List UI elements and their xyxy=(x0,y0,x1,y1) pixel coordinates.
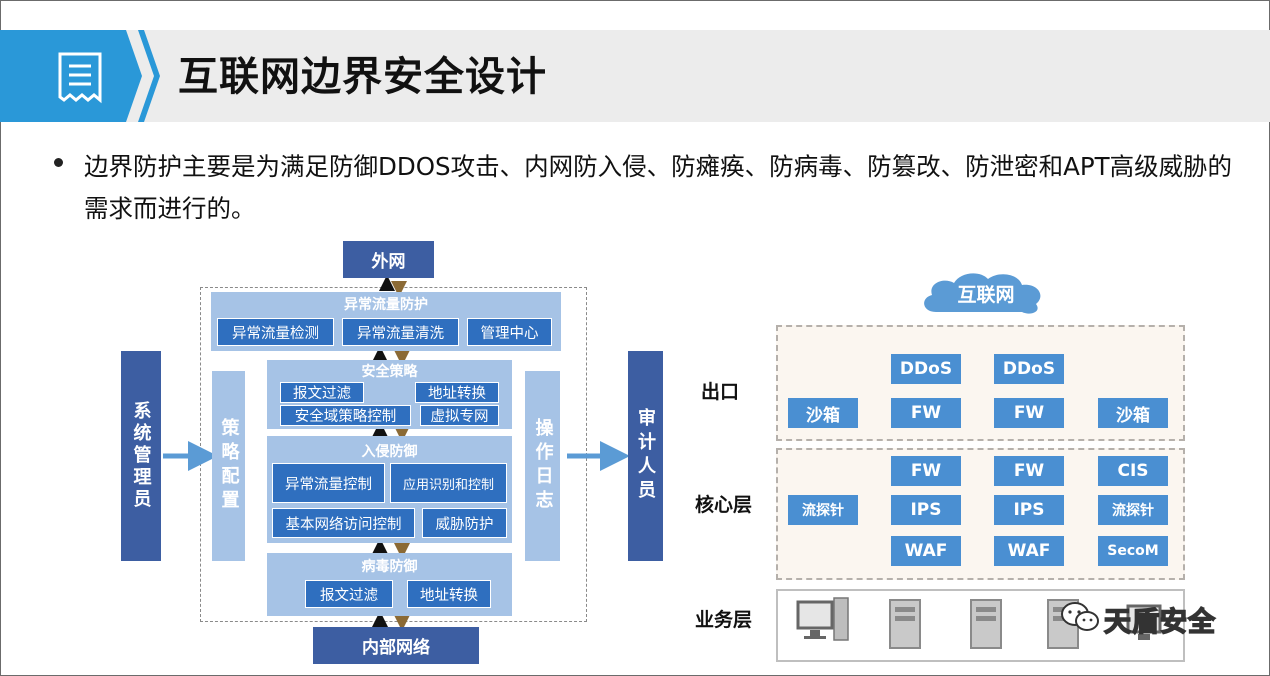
security-domain-policy-box: 安全域策略控制 xyxy=(280,405,411,426)
abnormal-clean-box: 异常流量清洗 xyxy=(342,318,459,346)
core-waf-box-2: WAF xyxy=(994,536,1064,566)
internet-cloud-label: 互联网 xyxy=(957,284,1015,306)
policy-config-panel: 策略配置 xyxy=(212,371,245,561)
intrusion-prevention-title: 入侵防御 xyxy=(361,444,418,460)
exit-fw-box-1: FW xyxy=(891,398,961,428)
abnormal-detect-box: 异常流量检测 xyxy=(217,318,334,346)
operation-log-label: 操作日志 xyxy=(532,418,554,514)
threat-protection-box: 威胁防护 xyxy=(422,508,507,538)
server-icon-1 xyxy=(889,599,921,649)
watermark-text: 天盾安全 xyxy=(1103,606,1216,639)
core-ips-box-1: IPS xyxy=(891,495,961,525)
system-admin-label: 系统管理员 xyxy=(130,401,152,511)
system-admin-box: 系统管理员 xyxy=(121,351,161,561)
abnormal-control-box: 异常流量控制 xyxy=(272,463,385,503)
business-layer-label: 业务层 xyxy=(695,609,753,631)
virus-defense-title: 病毒防御 xyxy=(361,559,418,575)
management-center-box: 管理中心 xyxy=(467,318,552,346)
core-fw-box-1: FW xyxy=(891,456,961,486)
core-waf-box-1: WAF xyxy=(891,536,961,566)
core-flow-probe-box-2: 流探针 xyxy=(1098,495,1168,525)
policy-config-label: 策略配置 xyxy=(218,418,240,514)
server-icon-2 xyxy=(970,599,1002,649)
core-ips-box-2: IPS xyxy=(994,495,1064,525)
wechat-icon xyxy=(1061,602,1099,631)
security-policy-title: 安全策略 xyxy=(361,364,418,380)
workstation-icon xyxy=(796,597,849,641)
auditor-box: 审计人员 xyxy=(628,351,663,561)
core-fw-box-2: FW xyxy=(994,456,1064,486)
virus-address-translation-box: 地址转换 xyxy=(407,580,491,608)
operation-log-panel: 操作日志 xyxy=(525,371,560,561)
abnormal-traffic-title: 异常流量防护 xyxy=(344,297,428,313)
bullet-text: 边界防护主要是为满足防御DDOS攻击、内网防入侵、防瘫痪、防病毒、防篡改、防泄密… xyxy=(84,152,1233,223)
bullet-dot xyxy=(54,158,63,167)
auditor-label: 审计人员 xyxy=(635,408,656,504)
exit-ddos-box-2: DDoS xyxy=(994,354,1064,384)
virus-packet-filter-box: 报文过滤 xyxy=(305,580,393,608)
external-network-box: 外网 xyxy=(343,241,434,278)
page-title: 互联网边界安全设计 xyxy=(178,54,547,100)
exit-fw-box-2: FW xyxy=(994,398,1064,428)
core-layer-label: 核心层 xyxy=(695,494,753,516)
core-secom-box: SecoM xyxy=(1098,536,1168,566)
internet-cloud-icon xyxy=(924,273,1041,314)
document-icon xyxy=(58,52,102,104)
exit-sandbox-box-2: 沙箱 xyxy=(1098,398,1168,428)
workstation-icon-2 xyxy=(1126,604,1162,640)
exit-layer-label: 出口 xyxy=(701,381,740,403)
core-flow-probe-box-1: 流探针 xyxy=(788,495,858,525)
basic-access-control-box: 基本网络访问控制 xyxy=(272,508,415,538)
internal-network-box: 内部网络 xyxy=(313,627,479,664)
vpn-box: 虚拟专网 xyxy=(420,405,499,426)
exit-ddos-box-1: DDoS xyxy=(891,354,961,384)
header-band xyxy=(0,30,1270,122)
packet-filter-box: 报文过滤 xyxy=(280,382,364,403)
app-identify-control-box: 应用识别和控制 xyxy=(390,463,507,503)
core-cis-box: CIS xyxy=(1098,456,1168,486)
exit-sandbox-box-1: 沙箱 xyxy=(788,398,858,428)
address-translation-box: 地址转换 xyxy=(415,382,499,403)
header-icon-badge xyxy=(0,30,160,122)
